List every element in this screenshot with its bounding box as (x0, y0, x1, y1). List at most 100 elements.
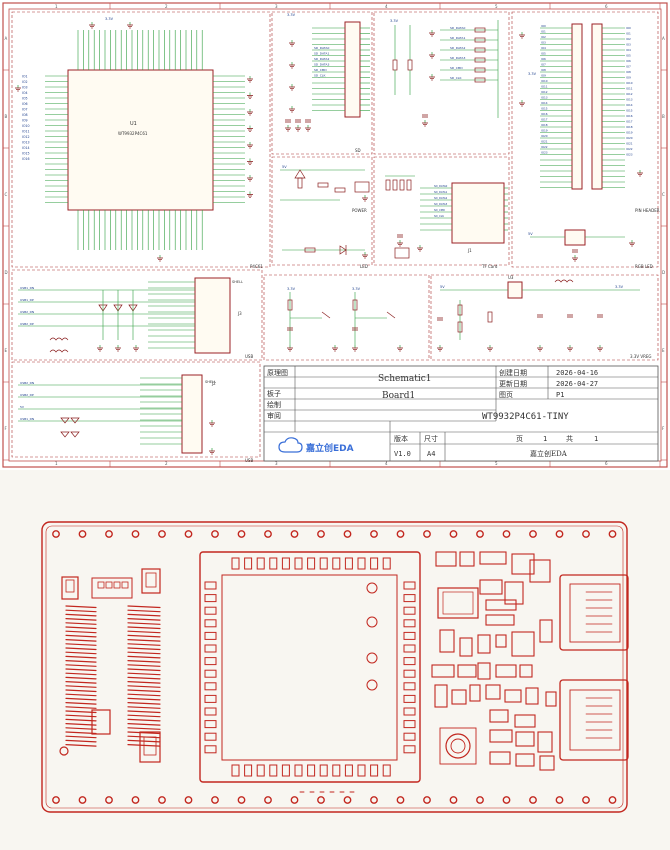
smd-pad (459, 551, 475, 567)
pin-header-pad (65, 706, 97, 709)
smd-pad (489, 709, 509, 723)
pin-header-pad (127, 714, 161, 718)
header-left-net: IO3 (541, 41, 546, 45)
tb-size: A4 (427, 450, 435, 458)
usb-section-label: USB (245, 354, 253, 359)
small-pad (113, 581, 121, 589)
header-left-net: IO15 (541, 107, 548, 111)
tb-label-updated: 更新日期 (499, 379, 527, 388)
module-pad (231, 764, 240, 777)
column-label: 3 (275, 4, 278, 9)
tf-net-label: SD_DATA0 (434, 184, 448, 188)
section-border (373, 156, 510, 266)
tf-part-label: J1 (467, 248, 472, 253)
pin-header-pad (127, 643, 161, 646)
section-border (263, 274, 430, 361)
usb2-net-label: USB2_DN (20, 381, 34, 385)
usb-net-label: USB1_DN (20, 286, 34, 290)
smd-pad (431, 664, 455, 678)
smd-pad (457, 664, 477, 678)
pcb-hole (608, 530, 617, 538)
resistor-symbol (474, 27, 486, 33)
pin-header-pad (65, 664, 97, 667)
pin-header-pad (127, 630, 161, 634)
smd-pad (511, 553, 535, 575)
pcb-hole (290, 796, 299, 804)
module-pad (269, 764, 278, 777)
module-pad (281, 764, 290, 777)
header-left-net: IO20 (541, 134, 548, 138)
module-pad (403, 619, 416, 628)
module-pad (204, 745, 217, 754)
pcb-hole (158, 530, 166, 538)
module-pad (204, 606, 217, 615)
header-right-net: IO10 (626, 81, 633, 85)
smd-pad (504, 581, 524, 605)
module-pad (204, 594, 217, 603)
pcb-hole (476, 796, 484, 804)
tf-net-label: SD_DATA1 (434, 190, 448, 194)
pin-header-right (591, 23, 603, 190)
pcb-sketch (0, 470, 670, 850)
tb-project: WT9932P4C61-TINY (482, 412, 569, 422)
button-supply-label: 3.3V (352, 287, 361, 291)
pin-header-pad (127, 727, 161, 730)
pin-header-pad (127, 723, 161, 726)
row-label: D (5, 270, 8, 275)
inductor-symbol (554, 279, 574, 283)
header-section-label: PIN HEADER (635, 208, 660, 213)
module-pad (204, 732, 217, 741)
usb-section: J3 SHELL J2 SHELL USB1_DNUSB1_DPUSB2_DNU… (18, 277, 253, 463)
column-label: 2 (165, 461, 168, 466)
module-pad (204, 644, 217, 653)
tb-page-total: 1 (594, 435, 598, 443)
header-right-net: IO9 (626, 76, 631, 80)
tb-company: 嘉立创EDA (530, 449, 568, 458)
vreg-in-label: 5V (440, 285, 445, 289)
pin-header-left (571, 23, 583, 190)
vreg-part-label: U3 (508, 275, 514, 280)
pin-header-pad (127, 651, 161, 655)
header-right-net: IO22 (626, 147, 633, 151)
resistor-symbol (487, 311, 493, 323)
smd-pad (537, 731, 553, 753)
column-label: 1 (55, 461, 58, 466)
resistor-symbol (317, 182, 329, 188)
pin-header-pad (127, 739, 161, 743)
pin-header-pad (127, 706, 161, 709)
pin-header-pad (65, 647, 97, 651)
pin-header-pad (65, 727, 97, 730)
pullup-net-label: SD_CMD (450, 66, 463, 70)
pin-header-pad (65, 739, 97, 743)
smd-pad (495, 664, 517, 678)
tvs-diode (60, 431, 70, 438)
tvs-diode (70, 417, 80, 424)
header-left-net: IO11 (541, 85, 548, 89)
pullup-section: 3.3VSD_DATA0SD_DATA1SD_DATA2SD_DATA3SD_C… (390, 19, 499, 127)
pin-header-pad (127, 613, 161, 617)
pin-header-pad (127, 744, 161, 747)
module-pad (332, 557, 341, 570)
header-right-net: IO7 (626, 65, 631, 69)
small-pad (121, 581, 129, 589)
pcb-hole (343, 796, 352, 804)
smd-pad (485, 599, 517, 611)
mcu-left-net: IO4 (22, 91, 27, 95)
row-label: F (662, 426, 665, 431)
section-border (511, 11, 659, 268)
tb-page: P1 (556, 391, 564, 399)
pin-header-pad (65, 689, 97, 693)
pin-header-pad (65, 639, 97, 642)
smd-pad (489, 729, 513, 743)
section-border (271, 11, 373, 155)
sd-net-label: SD_DATA2 (314, 57, 329, 61)
module-pad (403, 606, 416, 615)
usb-net-label: USB2_DN (20, 310, 34, 314)
sd-net-label: SD_CLK (314, 74, 326, 78)
pcb-hole (78, 530, 87, 538)
module-pad (281, 557, 290, 570)
column-label: 6 (605, 4, 608, 9)
resistor-symbol (399, 179, 405, 191)
module-pad (344, 764, 353, 777)
